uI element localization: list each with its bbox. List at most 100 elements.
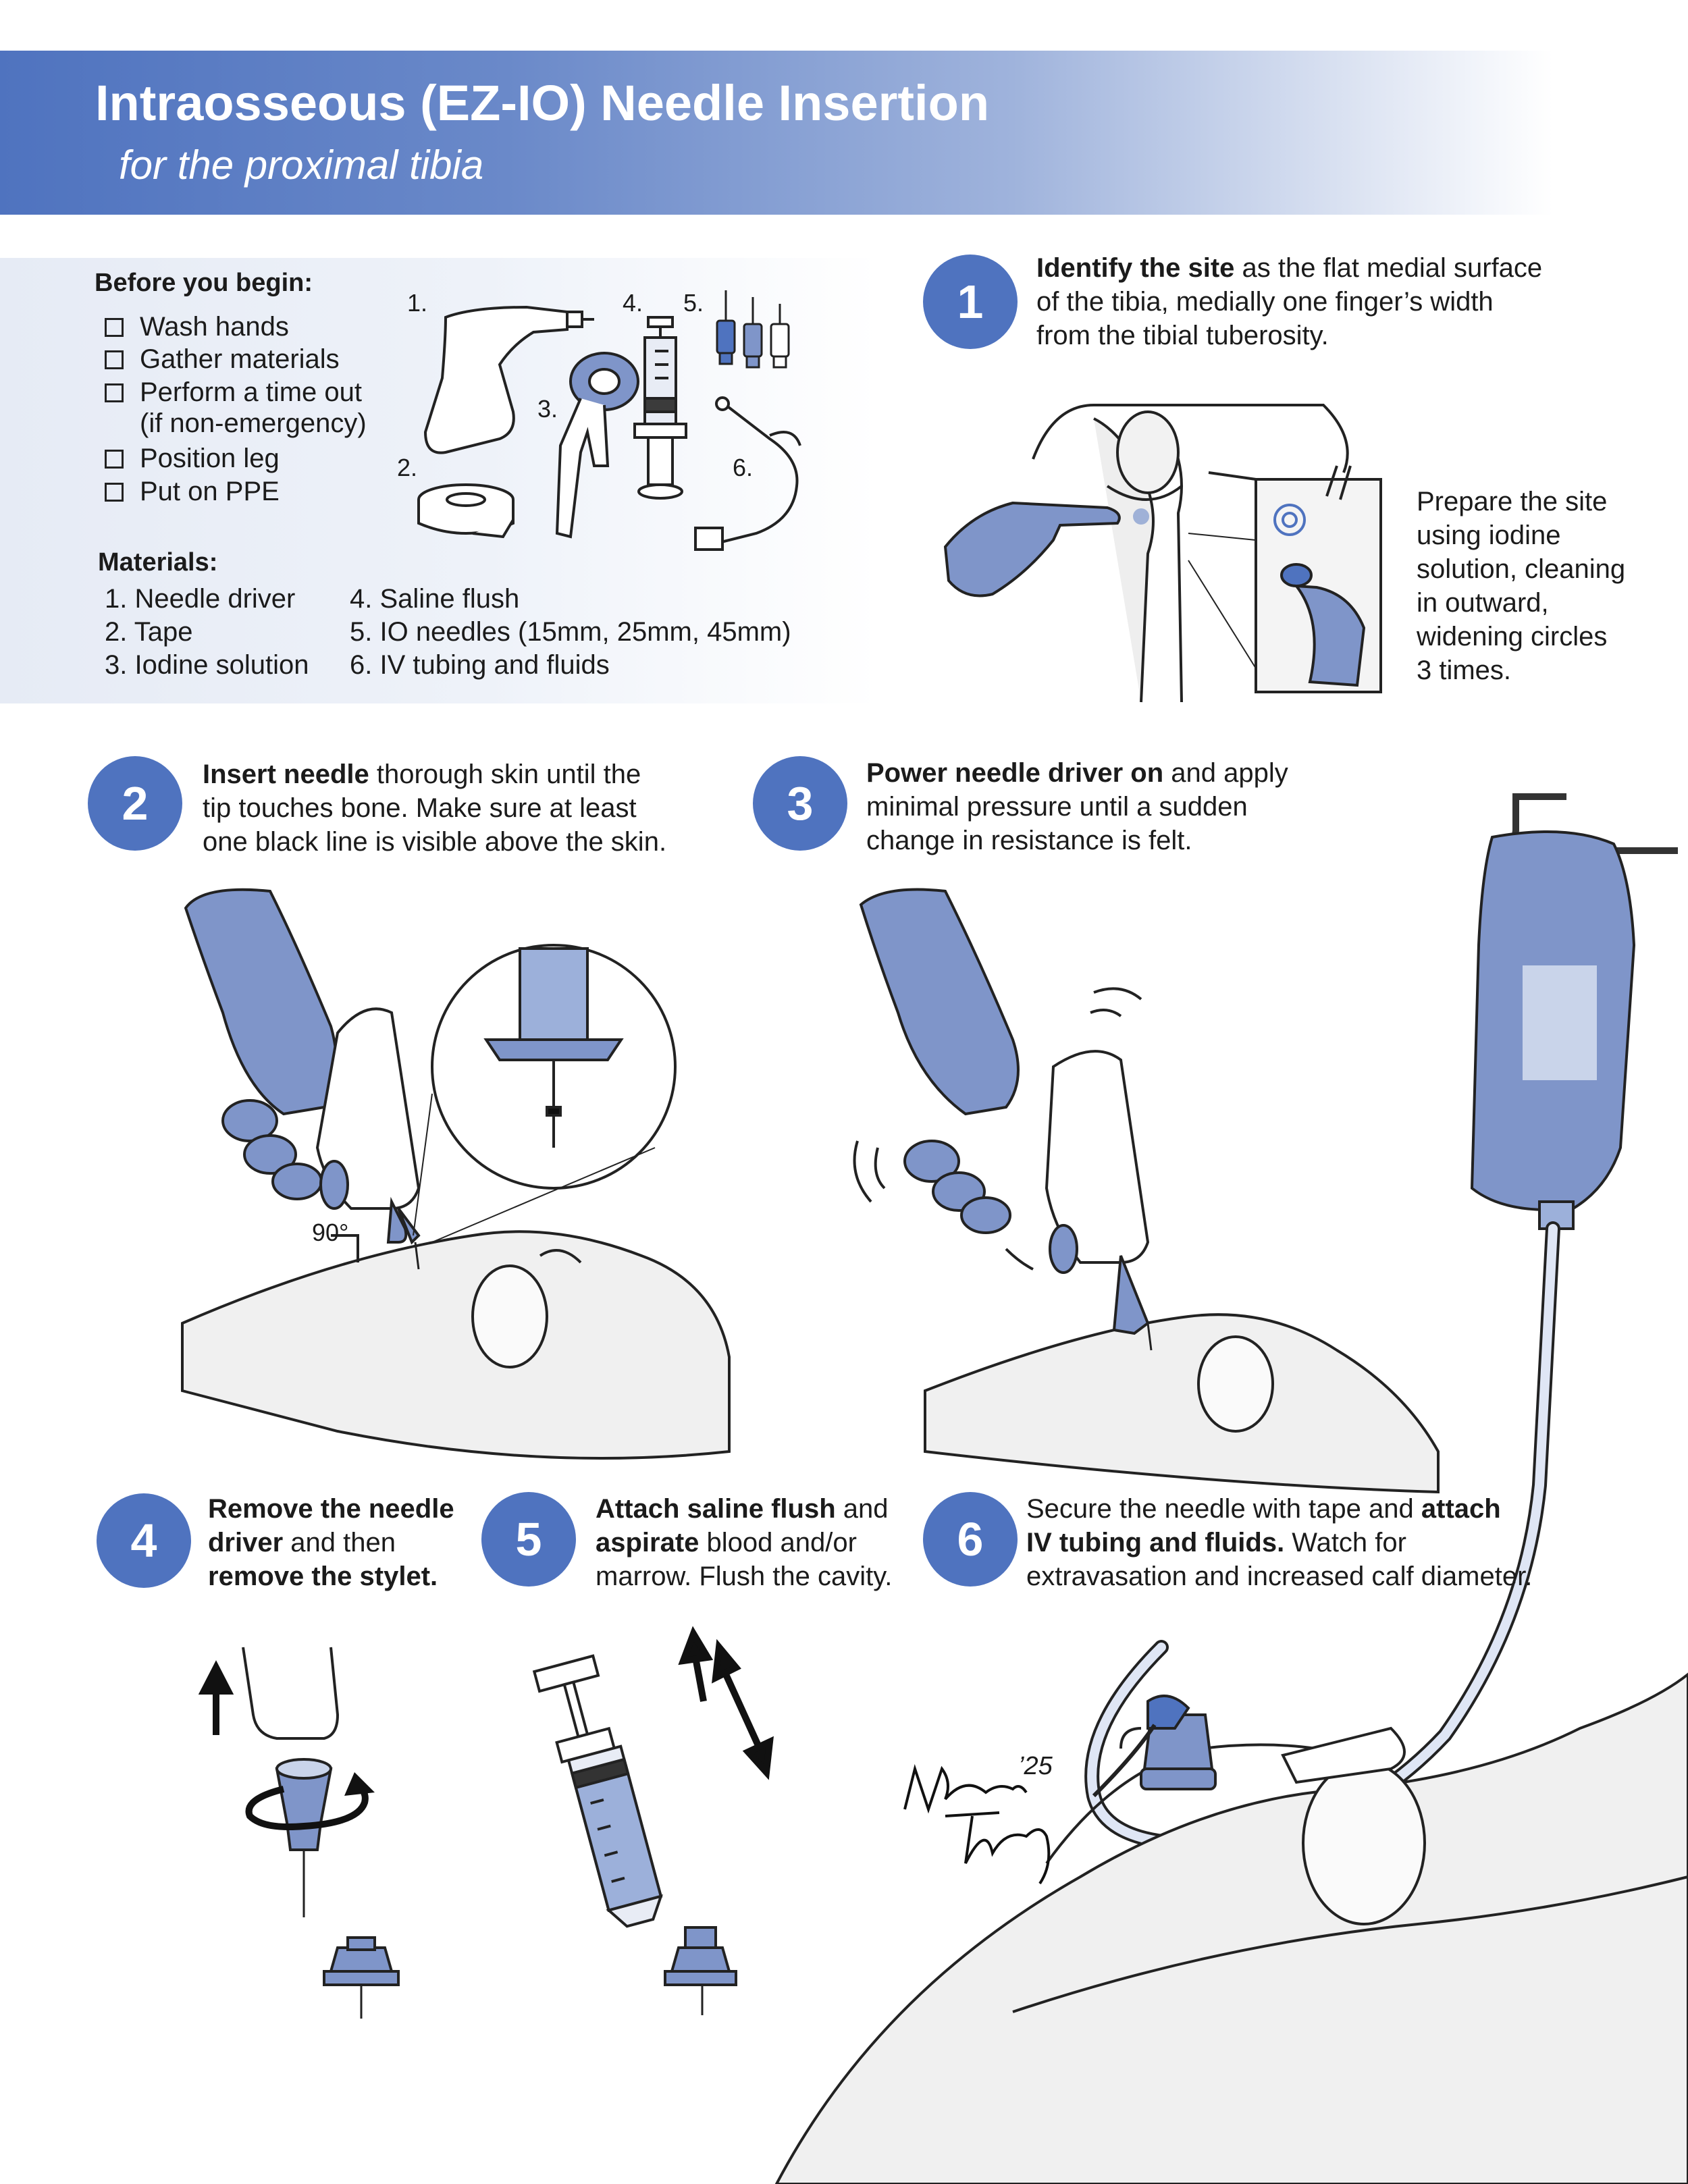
- checklist-item-wash: Wash hands: [105, 312, 289, 342]
- checkbox-icon: [105, 350, 124, 369]
- prep-inset-box: [1255, 465, 1382, 693]
- step-5-badge: 5: [481, 1492, 576, 1587]
- page-title: Intraosseous (EZ-IO) Needle Insertion: [95, 75, 990, 131]
- rotate-arrow-icon: [245, 1772, 375, 1830]
- signature-year: ’25: [1018, 1752, 1053, 1780]
- material-2: 2. Tape: [105, 617, 193, 647]
- step-2-line-2: tip touches bone. Make sure at least: [203, 793, 637, 823]
- step-5-line-3: marrow. Flush the cavity.: [596, 1562, 893, 1591]
- vibration-lines-icon: [853, 987, 1142, 1271]
- io-needles-icon: [716, 290, 790, 369]
- step-4-badge: 4: [97, 1493, 191, 1588]
- up-arrow-icon: [198, 1660, 234, 1735]
- step-1-line-1: Identify the site as the flat medial sur…: [1036, 253, 1543, 283]
- step-4-line-1: Remove the needle: [208, 1494, 454, 1524]
- gloved-hand-pointing-icon: [943, 501, 1121, 597]
- step-1-line-3: from the tibial tuberosity.: [1036, 321, 1329, 350]
- prep-line-1: Prepare the site: [1417, 487, 1608, 516]
- up-arrow-icon: [678, 1626, 714, 1702]
- material-3: 3. Iodine solution: [105, 650, 309, 680]
- step-6-line-2: IV tubing and fluids. Watch for: [1026, 1528, 1406, 1557]
- checkbox-icon: [105, 482, 124, 502]
- tubing-segment: [1092, 1724, 1157, 1798]
- material-label-3: 3.: [537, 395, 558, 423]
- iodine-swab-icon: [555, 352, 639, 539]
- step-1-line-2: of the tibia, medially one finger’s widt…: [1036, 287, 1494, 317]
- checkbox-icon: [105, 449, 124, 469]
- materials-heading: Materials:: [98, 548, 218, 577]
- leg-drawing: [774, 1672, 1688, 2184]
- checklist-item-timeout-note: (if non-emergency): [140, 408, 367, 438]
- saline-syringe-icon: [633, 316, 687, 500]
- step-4-line-3: remove the stylet.: [208, 1562, 438, 1591]
- driver-removed-drawing: [242, 1647, 340, 1740]
- material-label-1: 1.: [407, 289, 428, 317]
- iv-tubing-icon: [694, 396, 801, 551]
- material-label-4: 4.: [623, 289, 643, 317]
- needle-drawing: [1146, 1323, 1153, 1351]
- prep-line-4: in outward,: [1417, 588, 1549, 618]
- header-banner: [0, 51, 1688, 215]
- prep-line-5: widening circles: [1417, 622, 1608, 651]
- checkbox-icon: [105, 317, 124, 337]
- gloved-hand-icon: [184, 888, 338, 1200]
- checklist-item-gather: Gather materials: [105, 344, 340, 375]
- step-6-line-3: extravasation and increased calf diamete…: [1026, 1562, 1533, 1591]
- inset-leader-line: [1188, 533, 1257, 541]
- page-subtitle: for the proximal tibia: [119, 142, 484, 188]
- step-2-line-3: one black line is visible above the skin…: [203, 827, 667, 857]
- right-angle-marker: [331, 1234, 359, 1262]
- leg-drawing: [924, 1313, 1440, 1494]
- iv-bag-icon: [1470, 830, 1636, 1230]
- step-4-line-2: driver and then: [208, 1528, 396, 1557]
- material-label-6: 6.: [733, 454, 754, 481]
- material-5: 5. IO needles (15mm, 25mm, 45mm): [350, 617, 791, 647]
- angle-label: 90°: [312, 1219, 349, 1246]
- material-6: 6. IV tubing and fluids: [350, 650, 610, 680]
- inset-leader-line: [1188, 560, 1257, 669]
- material-4: 4. Saline flush: [350, 584, 520, 614]
- material-label-5: 5.: [683, 289, 704, 317]
- io-hub-connector-icon: [1119, 1695, 1217, 1790]
- step-3-line-2: minimal pressure until a sudden: [866, 792, 1248, 822]
- prep-line-3: solution, cleaning: [1417, 554, 1626, 584]
- needle-hub-drawing: [323, 1936, 400, 2019]
- step-2-line-1: Insert needle thorough skin until the: [203, 760, 641, 789]
- step-6-badge: 6: [923, 1492, 1018, 1587]
- insertion-site-marker: [1133, 508, 1149, 525]
- checkbox-icon: [105, 383, 124, 402]
- material-1: 1. Needle driver: [105, 584, 296, 614]
- step-3-line-1: Power needle driver on and apply: [866, 758, 1288, 788]
- step-1-badge: 1: [923, 255, 1018, 349]
- step-5-line-1: Attach saline flush and: [596, 1494, 889, 1524]
- up-down-arrow-icon: [712, 1639, 774, 1780]
- step-5-line-2: aspirate blood and/or: [596, 1528, 857, 1557]
- step-6-line-1: Secure the needle with tape and attach: [1026, 1494, 1501, 1524]
- leg-drawing: [181, 1230, 731, 1460]
- prep-line-2: using iodine: [1417, 521, 1561, 550]
- material-label-2: 2.: [397, 454, 418, 481]
- step-3-line-3: change in resistance is felt.: [866, 826, 1192, 855]
- tape-roll-icon: [417, 483, 515, 539]
- needle-driver-drawing: [315, 1007, 421, 1245]
- needle-drawing: [414, 1242, 420, 1270]
- before-heading: Before you begin:: [95, 269, 313, 297]
- checklist-item-position: Position leg: [105, 444, 280, 474]
- syringe-drawing: [532, 1654, 663, 1928]
- prep-line-6: 3 times.: [1417, 656, 1512, 685]
- gloved-hand-icon: [859, 888, 1020, 1234]
- magnified-needle-inset: [413, 944, 677, 1243]
- knee-leg-drawing: [1032, 404, 1349, 703]
- step-2-badge: 2: [88, 756, 182, 851]
- needle-hub-drawing: [664, 1926, 737, 2015]
- needle-driver-drawing: [1045, 1050, 1150, 1335]
- step-3-badge: 3: [753, 756, 847, 851]
